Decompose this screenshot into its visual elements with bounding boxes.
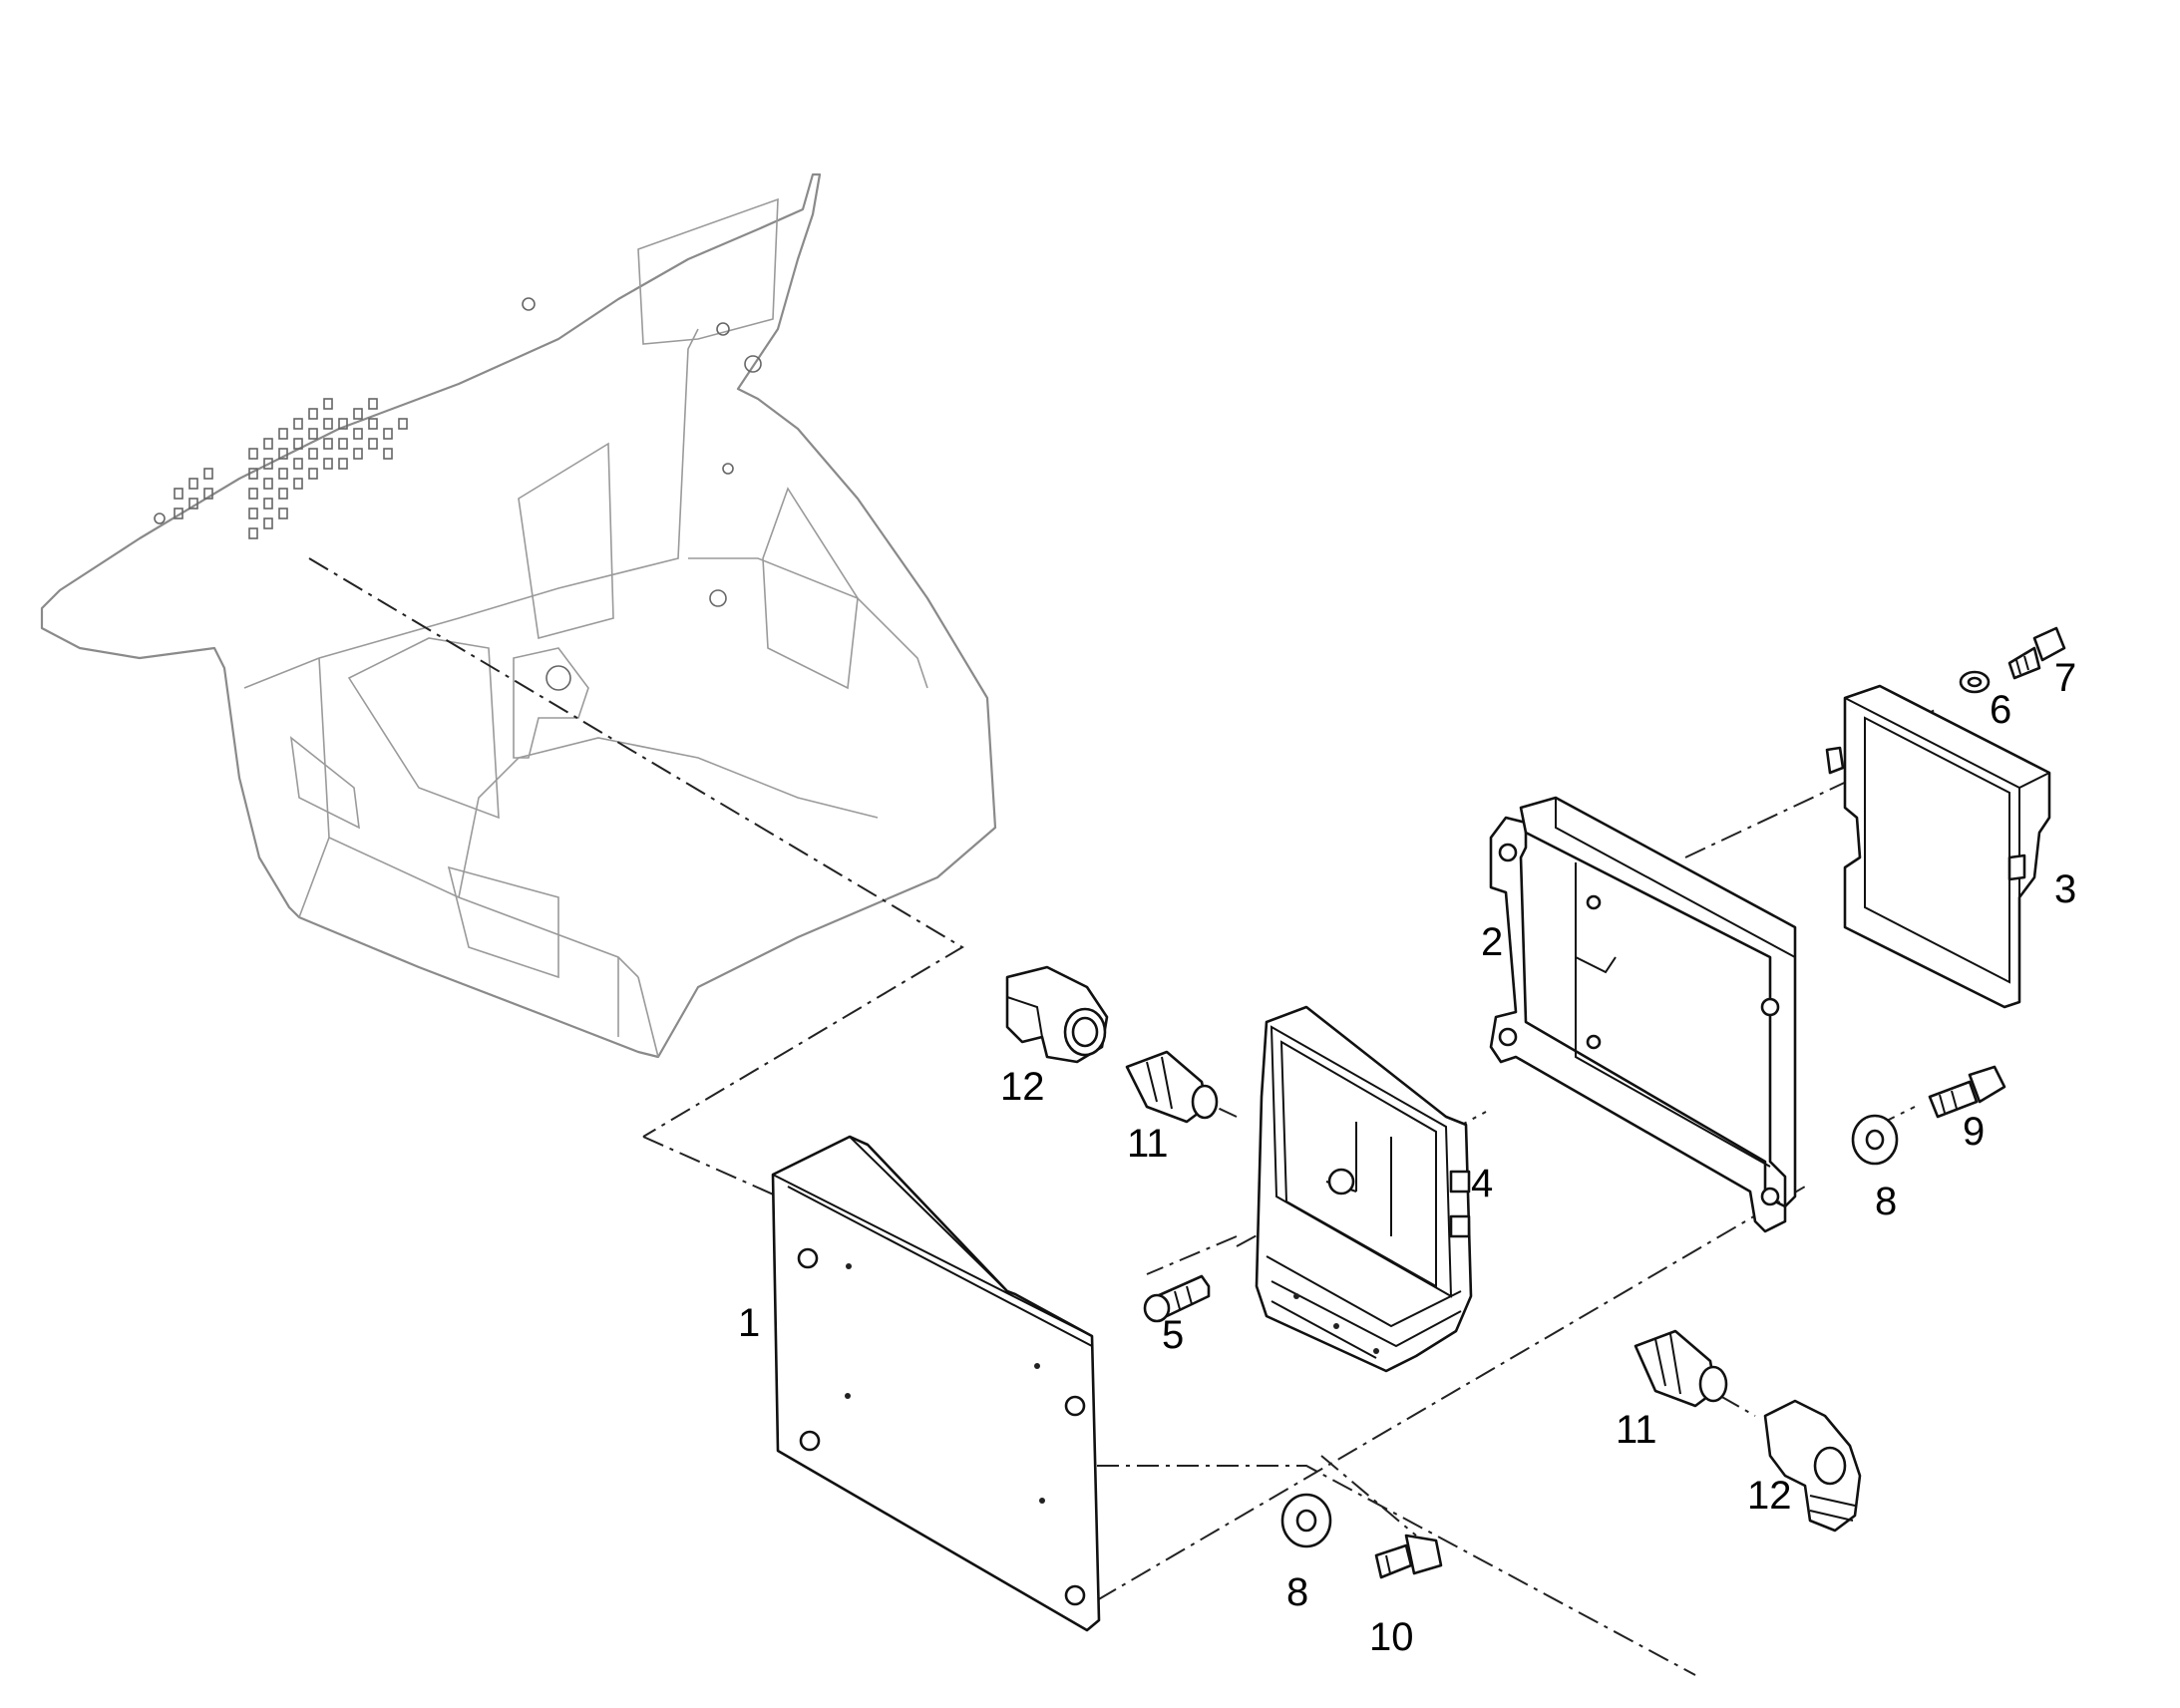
straight-fitting-lower <box>1634 1329 1728 1408</box>
hex-bolt-upper <box>1928 1065 2006 1119</box>
callout-8-upper: 8 <box>1875 1180 1897 1223</box>
callout-4: 4 <box>1471 1162 1493 1205</box>
callout-12-lower: 12 <box>1747 1474 1792 1518</box>
control-unit <box>1255 1005 1473 1373</box>
callout-labels: 1 2 3 4 5 6 7 8 8 9 10 11 11 12 12 <box>738 656 2076 1659</box>
callout-10: 10 <box>1369 1615 1414 1659</box>
elbow-fitting-lower <box>1763 1399 1862 1533</box>
ecu-bracket <box>1489 796 1797 1233</box>
callout-5: 5 <box>1162 1313 1184 1357</box>
callout-9: 9 <box>1963 1110 1985 1154</box>
elbow-fitting-upper <box>1005 965 1109 1064</box>
callout-11-upper: 11 <box>1127 1122 1169 1166</box>
ecu-cover <box>1825 684 2051 1009</box>
callout-8-lower: 8 <box>1286 1570 1308 1614</box>
callout-2: 2 <box>1481 920 1503 964</box>
callout-6: 6 <box>1990 688 2011 732</box>
assembly-lines <box>308 557 1936 1676</box>
lock-washer <box>1959 670 1991 694</box>
callout-12-upper: 12 <box>1000 1065 1045 1109</box>
cap-screw <box>1143 1274 1211 1323</box>
straight-fitting-upper <box>1125 1050 1219 1124</box>
callout-3: 3 <box>2054 867 2076 911</box>
callout-7: 7 <box>2054 656 2076 700</box>
hex-bolt-lower <box>1374 1534 1443 1579</box>
console-frame <box>40 172 997 1059</box>
callout-11-lower: 11 <box>1616 1408 1657 1452</box>
hex-bolt-small <box>2007 626 2066 680</box>
callout-1: 1 <box>738 1301 760 1345</box>
mounting-plate <box>771 1135 1101 1632</box>
flat-washer-lower <box>1280 1493 1332 1548</box>
flat-washer-upper <box>1851 1114 1899 1166</box>
